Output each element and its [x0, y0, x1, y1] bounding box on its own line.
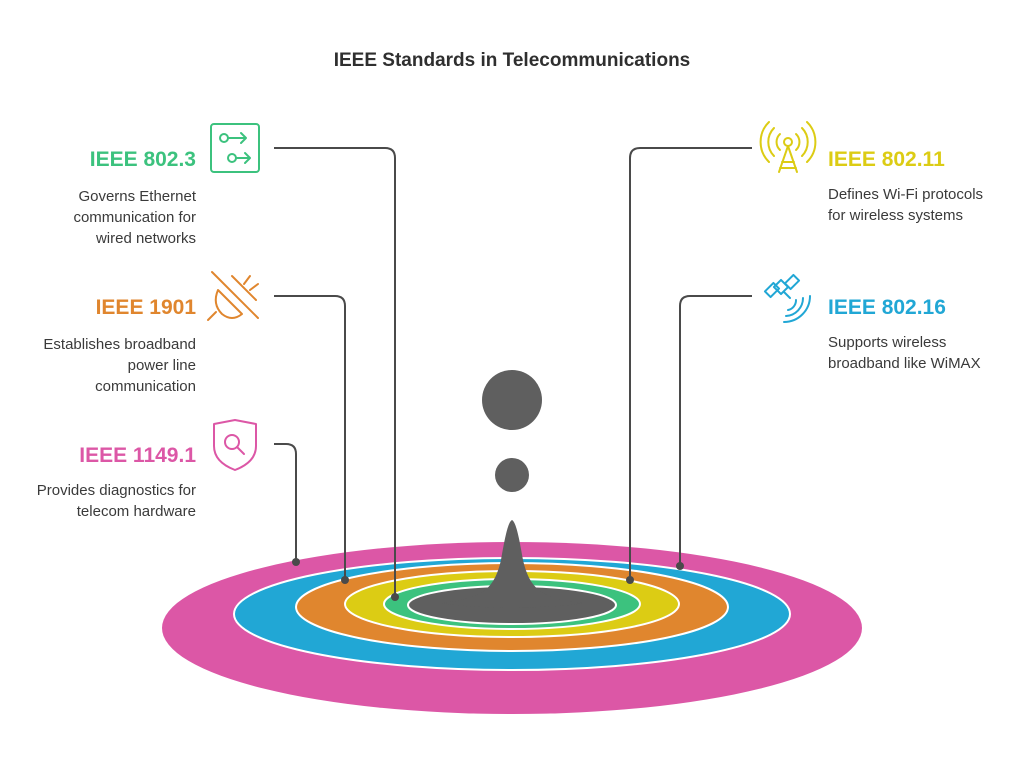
- desc-line: communication for: [73, 209, 196, 226]
- desc-line: for wireless systems: [828, 207, 964, 224]
- desc-ieee-802-11: Defines Wi-Fi protocols for wireless sys…: [828, 184, 983, 226]
- desc-ieee-802-3: Governs Ethernet communication for wired…: [73, 186, 196, 249]
- connector-ieee-802-16: [679, 295, 752, 565]
- desc-line: wired networks: [95, 230, 196, 247]
- desc-line: Establishes broadband: [43, 336, 196, 353]
- connector-ieee-1149-1: [274, 443, 297, 560]
- shield-search-icon: [213, 419, 257, 471]
- desc-line: communication: [95, 378, 196, 395]
- desc-line: telecom hardware: [76, 503, 196, 520]
- desc-line: Provides diagnostics for: [36, 482, 196, 499]
- broadcast-tower-icon: [759, 121, 817, 173]
- connector-ieee-1901: [274, 295, 346, 578]
- desc-ieee-1901: Establishes broadband power line communi…: [43, 334, 196, 397]
- desc-line: power line: [127, 357, 196, 374]
- drop-small: [495, 458, 529, 492]
- connector-ieee-802-11: [629, 147, 752, 578]
- connector-ieee-802-3: [274, 147, 396, 595]
- desc-line: broadband like WiMAX: [828, 355, 981, 372]
- desc-line: Supports wireless: [828, 334, 947, 351]
- switch-icon: [210, 123, 260, 173]
- connector-dot-ieee-802-16: [676, 562, 684, 570]
- connector-dot-ieee-1149-1: [292, 558, 300, 566]
- diagram-title: IEEE Standards in Telecommunications: [333, 50, 691, 71]
- splash-peak: [442, 520, 582, 608]
- label-ieee-802-3: IEEE 802.3: [89, 148, 196, 171]
- connector-dot-ieee-802-3: [391, 593, 399, 601]
- connector-dot-ieee-1901: [341, 576, 349, 584]
- desc-line: Defines Wi-Fi protocols: [828, 186, 984, 203]
- connectors: [274, 147, 752, 595]
- label-ieee-1901: IEEE 1901: [95, 296, 196, 319]
- label-ieee-1149-1: IEEE 1149.1: [79, 444, 196, 467]
- connector-dot-ieee-802-11: [626, 576, 634, 584]
- desc-line: Governs Ethernet: [78, 188, 196, 205]
- satellite-icon: [763, 273, 811, 323]
- desc-ieee-802-16: Supports wireless broadband like WiMAX: [828, 332, 981, 374]
- label-ieee-802-16: IEEE 802.16: [828, 296, 946, 319]
- label-ieee-802-11: IEEE 802.11: [828, 148, 945, 171]
- unplugged-icon: [207, 271, 259, 321]
- drop-large: [482, 370, 542, 430]
- desc-ieee-1149-1: Provides diagnostics for telecom hardwar…: [37, 480, 196, 522]
